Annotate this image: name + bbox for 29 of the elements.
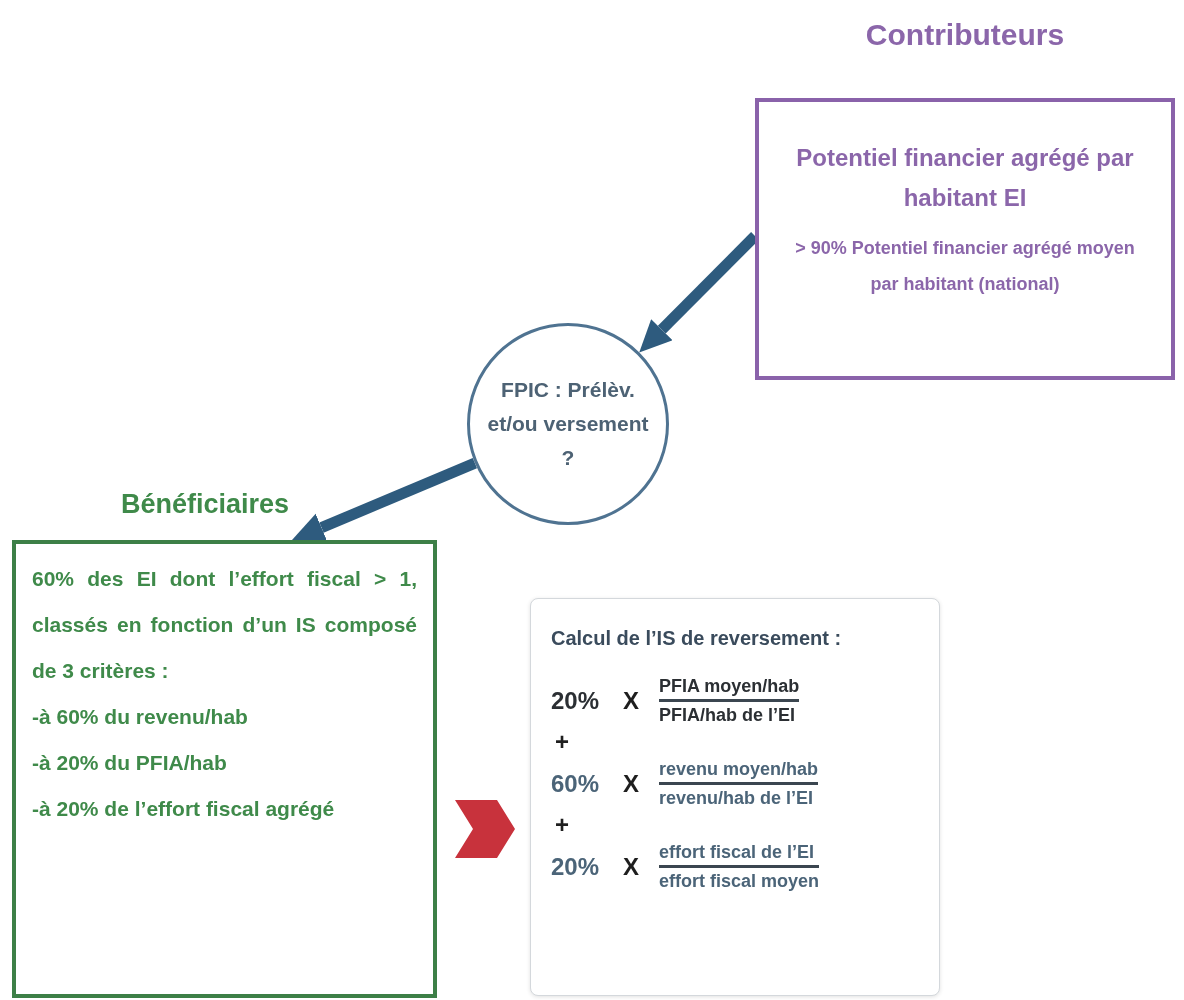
multiply-sign: X [623,851,640,882]
denominator: PFIA/hab de l’EI [659,704,797,727]
numerator: revenu moyen/hab [659,756,819,785]
contributor-box [755,98,1175,380]
arrow [292,458,477,542]
circle-label: FPIC : Prélèv. et/ou versement ? [486,377,650,471]
criterion-text: > 90% Potentiel financier agrégé moyen par habitant (national) [794,237,1136,296]
beneficiary-box [12,540,437,998]
card-title: Calcul de l’IS de reversement : [551,626,843,651]
percentage: 20% [551,685,601,716]
group-heading: Contributeurs [865,17,1065,53]
multiply-sign: X [623,768,640,799]
description-text: 60% des EI dont l’effort fiscal > 1, classés en fonction d’un IS composé de 3 critères : [32,566,417,684]
multiply-sign: X [623,685,640,716]
plus-sign: + [554,728,570,756]
percentage: 20% [551,851,601,882]
group-heading: Bénéficiaires [120,488,290,521]
denominator: effort fiscal moyen [659,870,820,893]
numerator: PFIA moyen/hab [659,673,800,702]
denominator: revenu/hab de l’EI [659,787,815,810]
criterion-text: -à 20% de l’effort fiscal agrégé [32,796,336,822]
formula-card [530,598,940,996]
plus-sign: + [554,811,570,839]
percentage: 60% [551,768,601,799]
numerator: effort fiscal de l’EI [659,839,820,868]
criterion-text: -à 20% du PFIA/hab [32,750,228,776]
box-title: Potentiel financier agrégé par habitant EI [795,143,1135,213]
criterion-text: -à 60% du revenu/hab [32,704,249,730]
chevron-arrow [455,800,515,858]
